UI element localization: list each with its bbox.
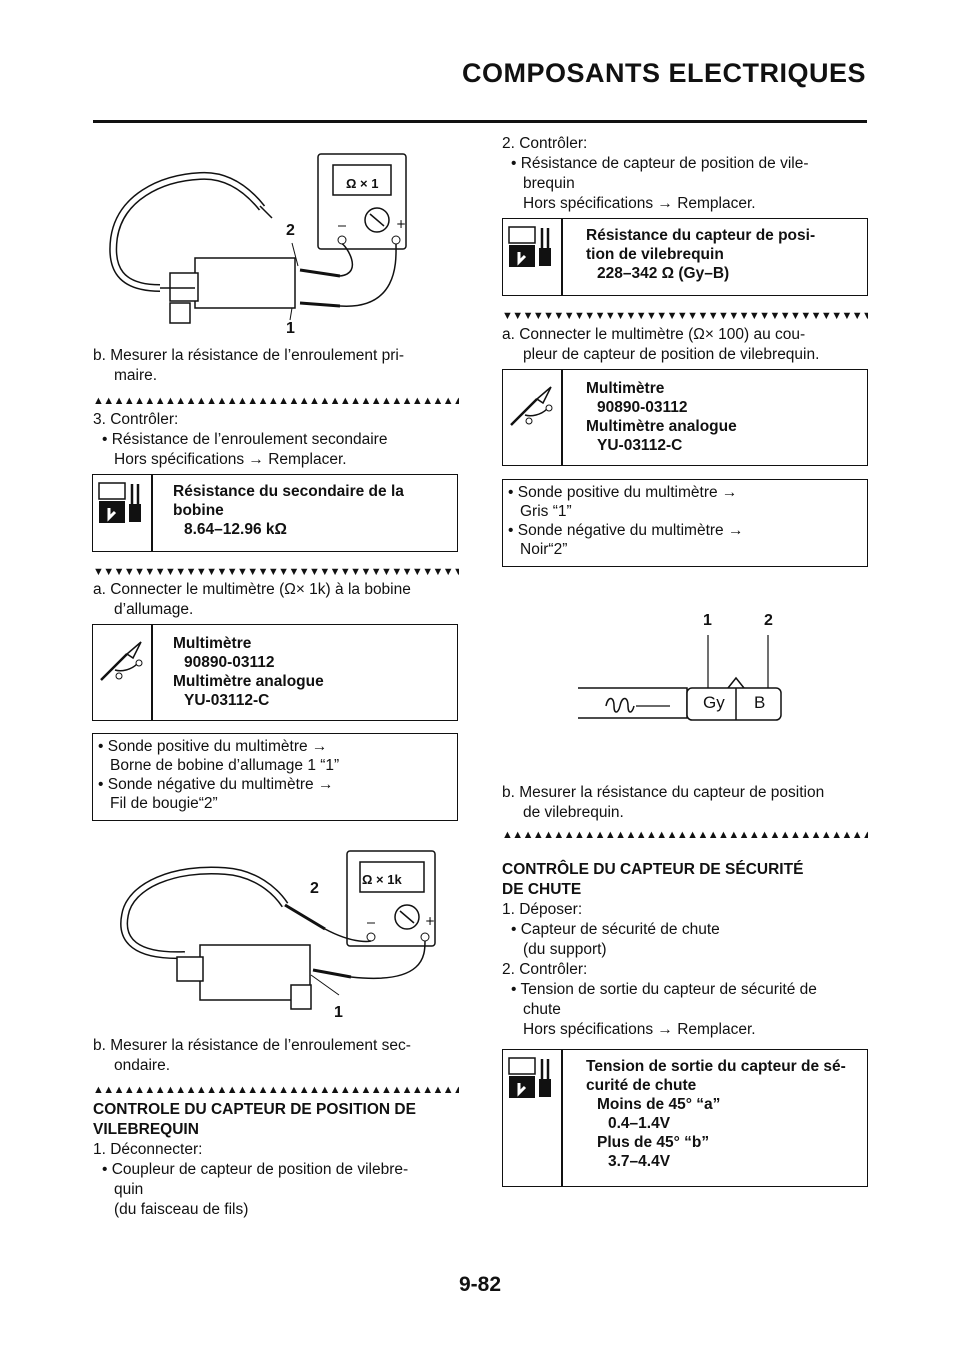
tool-name: Multimètre — [173, 635, 252, 652]
probe-positive: • Sonde positive du multimètre → — [98, 738, 328, 755]
step-b-text: b. Mesurer la résistance de l’enroulemen… — [93, 347, 404, 364]
probe-negative: • Sonde négative du multimètre → — [98, 776, 334, 793]
step-1b-note: (du support) — [523, 941, 607, 958]
tool2-name: Multimètre — [586, 380, 665, 397]
end-marker-row: ▲▲▲▲▲▲▲▲▲▲▲▲▲▲▲▲▲▲▲▲▲▲▲▲▲▲▲▲▲▲▲▲▲▲▲▲▲▲▲▲… — [93, 395, 459, 407]
step-2b-text-cont: chute — [523, 1001, 561, 1018]
probe2-negative-target: Noir“2” — [520, 541, 568, 558]
probe-positive-target: Borne de bobine d’allumage 1 “1” — [110, 757, 340, 774]
spec3-a-label: Moins de 45° “a” — [597, 1096, 721, 1113]
step-1-title: 1. Déconnecter: — [93, 1141, 203, 1158]
probe-negative-target: Fil de bougie“2” — [110, 795, 218, 812]
spec-title-cont: bobine — [173, 502, 224, 519]
ignition-coil-secondary-figure: + — [120, 850, 436, 1010]
specification-icon — [98, 482, 141, 523]
step-b3-text: b. Mesurer la résistance du capteur de p… — [502, 784, 825, 801]
spec-box-crank-sensor — [502, 218, 868, 296]
section2-title-cont: DE CHUTE — [502, 881, 582, 898]
step-1-text-cont: quin — [114, 1181, 144, 1198]
section-title: CONTROLE DU CAPTEUR DE POSITION DE — [93, 1101, 416, 1118]
spec3-a-value: 0.4–1.4V — [608, 1115, 671, 1132]
step-1-note: (du faisceau de fils) — [114, 1201, 249, 1218]
tool-icon-2 — [510, 386, 553, 426]
probe-box-2 — [502, 479, 868, 567]
spec-title: Résistance du secondaire de la — [173, 483, 404, 500]
step-2-bullet: • Résistance de capteur de position de v… — [511, 155, 809, 172]
figure-label-2: 2 — [286, 222, 295, 239]
step-a2-text: a. Connecter le multimètre (Ω× 100) au c… — [502, 326, 806, 343]
step-2b-title: 2. Contrôler: — [502, 961, 588, 978]
ohm-scale-label-2: Ω × 1k — [362, 872, 402, 887]
tool-name-2: Multimètre analogue — [173, 673, 324, 690]
probe2-positive: • Sonde positive du multimètre → — [508, 484, 738, 501]
coupler-wire-b: B — [754, 693, 766, 712]
probe2-positive-target: Gris “1” — [520, 503, 572, 520]
tool-icon — [100, 641, 143, 681]
spec3-b-label: Plus de 45° “b” — [597, 1134, 710, 1151]
step-a2-text-cont: pleur de capteur de position de vilebreq… — [523, 346, 820, 363]
spec3-title: Tension de sortie du capteur de sé- — [586, 1058, 846, 1075]
header-rule — [93, 120, 867, 123]
tool-code-2: YU-03112-C — [184, 692, 270, 709]
spec-value: 8.64–12.96 kΩ — [184, 521, 287, 538]
start-marker-row: ▼▼▼▼▼▼▼▼▼▼▼▼▼▼▼▼▼▼▼▼▼▼▼▼▼▼▼▼▼▼▼▼▼▼▼▼▼▼▼▼… — [93, 566, 459, 578]
tool-code: 90890-03112 — [184, 654, 275, 671]
step-3-bullet: • Résistance de l’enroulement secondaire — [102, 431, 388, 448]
step-2b-action: Hors spécifications → Remplacer. — [523, 1021, 756, 1038]
coupler-wire-gy: Gy — [703, 693, 725, 712]
tool-box-multimeter — [92, 624, 458, 721]
coupler-label-2: 2 — [764, 612, 773, 629]
tool-box-multimeter-2 — [502, 369, 868, 466]
tool2-code: 90890-03112 — [597, 399, 688, 416]
step-3-title: 3. Contrôler: — [93, 411, 179, 428]
tool2-name-2: Multimètre analogue — [586, 418, 737, 435]
coupler-label-1: 1 — [703, 612, 712, 629]
spec-box-lean-sensor — [502, 1049, 868, 1187]
svg-text:+: + — [425, 914, 435, 928]
step-2b-bullet: • Tension de sortie du capteur de sécuri… — [511, 981, 817, 998]
spec2-value: 228–342 Ω (Gy–B) — [597, 265, 730, 282]
spec2-title: Résistance du capteur de posi- — [586, 227, 816, 244]
step-b2-text-cont: ondaire. — [114, 1057, 171, 1074]
figure2-label-1: 1 — [334, 1004, 343, 1021]
specification-icon-3 — [508, 1057, 551, 1098]
probe-box — [92, 733, 458, 821]
step-a-text-cont: d’allumage. — [114, 601, 194, 618]
spec-box-secondary-resistance — [92, 474, 458, 552]
section-title-cont: VILEBREQUIN — [93, 1121, 199, 1138]
crank-sensor-coupler-figure — [578, 635, 782, 721]
probe2-negative: • Sonde négative du multimètre → — [508, 522, 744, 539]
step-1-bullet: • Coupleur de capteur de position de vil… — [102, 1161, 409, 1178]
step-a-text: a. Connecter le multimètre (Ω× 1k) à la … — [93, 581, 411, 598]
step-1b-bullet: • Capteur de sécurité de chute — [511, 921, 720, 938]
step-2-text-cont: brequin — [523, 175, 575, 192]
figure2-label-2: 2 — [310, 880, 319, 897]
end-marker-row-2: ▲▲▲▲▲▲▲▲▲▲▲▲▲▲▲▲▲▲▲▲▲▲▲▲▲▲▲▲▲▲▲▲▲▲▲▲▲▲▲▲… — [93, 1084, 459, 1096]
step-b-text-cont: maire. — [114, 367, 158, 384]
start-marker-row-2: ▼▼▼▼▼▼▼▼▼▼▼▼▼▼▼▼▼▼▼▼▼▼▼▼▼▼▼▼▼▼▼▼▼▼▼▼▼▼▼▼… — [502, 310, 868, 322]
ohm-scale-label: Ω × 1 — [346, 176, 379, 191]
spec2-title-cont: tion de vilebrequin — [586, 246, 724, 263]
svg-text:+: + — [396, 217, 406, 231]
step-3-action: Hors spécifications → Remplacer. — [114, 451, 347, 468]
tool2-code-2: YU-03112-C — [597, 437, 683, 454]
ignition-coil-primary-figure: + — [109, 153, 407, 324]
step-b3-text-cont: de vilebrequin. — [523, 804, 624, 821]
page-number: 9-82 — [458, 1273, 502, 1296]
figure-label-1: 1 — [286, 320, 295, 337]
step-b2-text: b. Mesurer la résistance de l’enroulemen… — [93, 1037, 411, 1054]
spec3-title-cont: curité de chute — [586, 1077, 697, 1094]
step-1b-title: 1. Déposer: — [502, 901, 583, 918]
page-header-title: COMPOSANTS ELECTRIQUES — [461, 58, 866, 88]
specification-icon-2 — [508, 226, 551, 267]
spec3-b-value: 3.7–4.4V — [608, 1153, 671, 1170]
end-marker-row-3: ▲▲▲▲▲▲▲▲▲▲▲▲▲▲▲▲▲▲▲▲▲▲▲▲▲▲▲▲▲▲▲▲▲▲▲▲▲▲▲▲… — [502, 829, 868, 841]
step-2-action: Hors spécifications → Remplacer. — [523, 195, 756, 212]
step-2-title: 2. Contrôler: — [502, 135, 588, 152]
section2-title: CONTRÔLE DU CAPTEUR DE SÉCURITÉ — [502, 861, 804, 878]
